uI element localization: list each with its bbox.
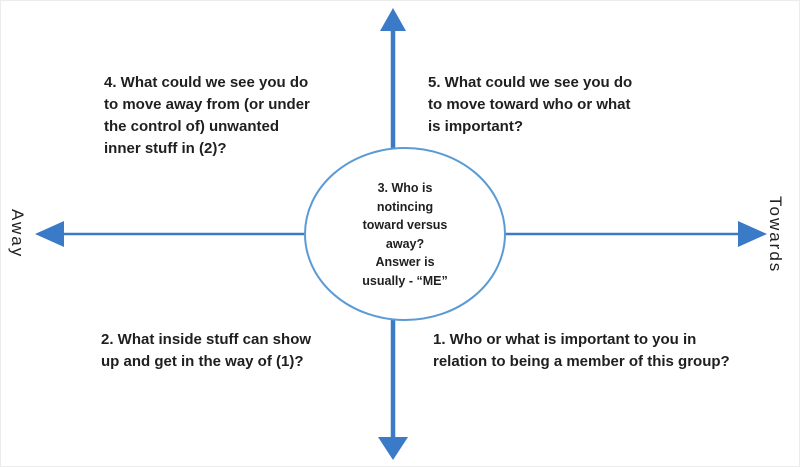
text-line: the control of) unwanted bbox=[104, 118, 279, 135]
text-line: 4. What could we see you do bbox=[104, 74, 309, 91]
quadrant-top-right-text: 5. What could we see you do to move towa… bbox=[428, 72, 632, 138]
text-line: up and get in the way of (1)? bbox=[101, 353, 304, 370]
center-circle-text: 3. Who is notincing toward versus away? … bbox=[305, 179, 505, 290]
text-line: 1. Who or what is important to you in bbox=[433, 331, 697, 348]
left-arrow-icon bbox=[35, 221, 64, 247]
quadrant-bottom-left-text: 2. What inside stuff can show up and get… bbox=[101, 329, 311, 373]
text-line: 3. Who is bbox=[377, 181, 433, 195]
right-arrow-icon bbox=[738, 221, 767, 247]
text-line: usually - “ME” bbox=[362, 273, 448, 288]
text-line: inner stuff in (2)? bbox=[104, 140, 227, 157]
center-circle bbox=[304, 147, 506, 321]
text-line: 2. What inside stuff can show bbox=[101, 331, 312, 348]
text-line: is important? bbox=[428, 118, 524, 135]
axis-label-away: Away bbox=[8, 209, 27, 259]
text-line: to move away from (or under bbox=[104, 96, 310, 113]
up-arrow-icon bbox=[380, 8, 406, 31]
quadrant-bottom-right-text: 1. Who or what is important to you in re… bbox=[433, 329, 730, 373]
text-line: away? bbox=[385, 236, 425, 251]
text-line: toward versus bbox=[362, 218, 448, 232]
quadrant-top-left-text: 4. What could we see you do to move away… bbox=[104, 72, 310, 160]
text-line: to move toward who or what bbox=[428, 96, 631, 113]
axis-label-towards: Towards bbox=[766, 196, 785, 274]
text-line: notincing bbox=[376, 199, 434, 214]
down-arrow-icon bbox=[378, 437, 408, 460]
text-line: 5. What could we see you do bbox=[428, 74, 633, 91]
text-line: Answer is bbox=[375, 255, 435, 269]
text-line: relation to being a member of this group… bbox=[433, 353, 730, 370]
